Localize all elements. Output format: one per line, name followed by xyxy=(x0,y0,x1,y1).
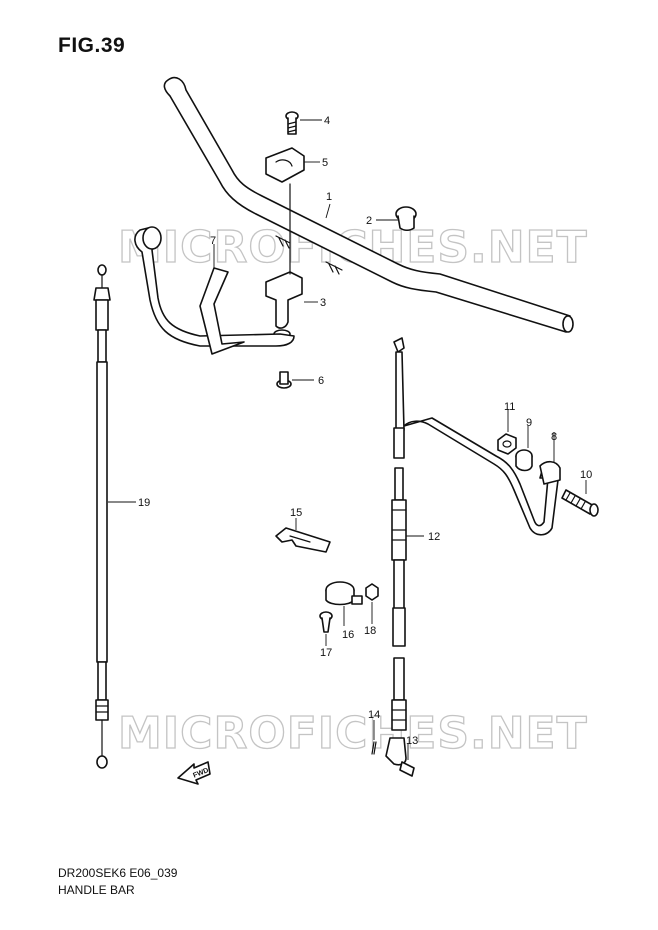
callout-3: 3 xyxy=(320,297,326,309)
upper-holder-part xyxy=(265,147,320,275)
guard-long-bolt-part xyxy=(561,480,599,517)
cable-pin-part xyxy=(371,720,377,755)
bar-end-knob-part xyxy=(376,206,417,232)
cable-end-fitting-part xyxy=(385,737,415,777)
figure-name: HANDLE BAR xyxy=(58,883,135,897)
callout-12: 12 xyxy=(428,531,440,543)
callout-6: 6 xyxy=(318,375,324,387)
callout-5: 5 xyxy=(322,157,328,169)
callout-9: 9 xyxy=(526,417,532,429)
throttle-cable-part xyxy=(391,337,424,731)
callout-18: 18 xyxy=(364,625,376,637)
callout-7: 7 xyxy=(210,235,216,247)
callout-13: 13 xyxy=(406,735,418,747)
figure-title: FIG.39 xyxy=(58,34,126,57)
callout-19: 19 xyxy=(138,497,150,509)
callout-17: 17 xyxy=(320,647,332,659)
figure-code: DR200SEK6 E06_039 xyxy=(58,866,178,880)
guard-collar-part xyxy=(515,426,533,472)
callout-16: 16 xyxy=(342,629,354,641)
callout-14: 14 xyxy=(368,709,380,721)
lower-holder-part xyxy=(265,271,318,339)
callout-8: 8 xyxy=(551,431,557,443)
callout-10: 10 xyxy=(580,469,592,481)
handlebar-part xyxy=(163,76,574,333)
callout-4: 4 xyxy=(324,115,330,127)
left-guard-bracket-part xyxy=(134,226,295,355)
callout-15: 15 xyxy=(290,507,302,519)
right-guard-part xyxy=(403,417,561,536)
clutch-cable-part xyxy=(93,264,136,769)
leader-line-1 xyxy=(325,203,331,219)
bracket-bolt-part xyxy=(276,371,314,389)
clamp-plate-part xyxy=(275,518,331,553)
cable-clamp-part xyxy=(325,581,363,626)
guard-nut-part xyxy=(497,410,517,455)
forward-arrow-icon: FWD xyxy=(177,761,211,785)
clamp-screw-part xyxy=(319,611,333,646)
holder-bolt-part xyxy=(285,111,322,135)
callout-1: 1 xyxy=(326,191,332,203)
clamp-nut-part xyxy=(365,583,379,624)
callout-11: 11 xyxy=(504,401,515,413)
watermark-bottom: MICROFICHES.NET xyxy=(118,708,588,759)
callout-2: 2 xyxy=(366,215,372,227)
